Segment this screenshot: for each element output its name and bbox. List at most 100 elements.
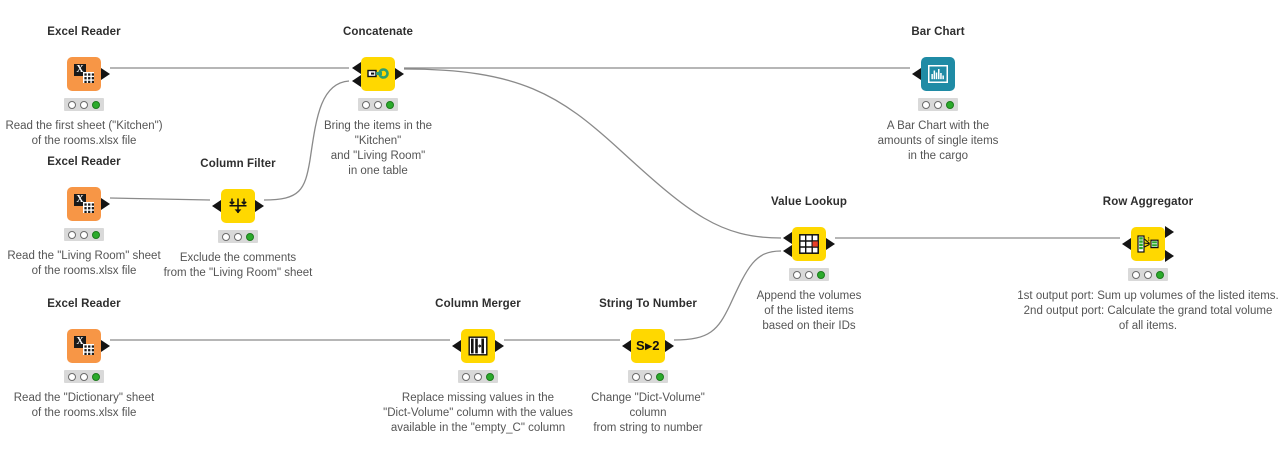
node-body[interactable] — [361, 57, 395, 91]
input-port-1[interactable] — [622, 340, 631, 352]
node-title: Column Merger — [435, 298, 521, 310]
row-aggregator-icon: 1 — [1137, 235, 1159, 253]
column-filter-icon — [229, 198, 247, 214]
input-port-1[interactable] — [452, 340, 461, 352]
node-annotation: Read the "Living Room" sheet of the room… — [7, 250, 161, 277]
node-annotation: Read the "Dictionary" sheet of the rooms… — [13, 392, 155, 419]
status-lamp-executed — [656, 372, 664, 381]
node-title: Excel Reader — [47, 156, 121, 168]
status-indicator — [64, 98, 104, 111]
string-to-number-icon: S▸2 — [636, 338, 660, 353]
excel-reader-icon: X — [74, 194, 94, 213]
node-title: Value Lookup — [771, 196, 847, 208]
status-lamp-idle — [462, 372, 470, 381]
output-port-1[interactable] — [495, 340, 504, 352]
status-lamp-executed — [386, 100, 394, 109]
status-lamp-configured — [80, 100, 88, 109]
status-lamp-idle — [793, 270, 801, 279]
input-port-2[interactable] — [783, 245, 792, 257]
excel-reader-icon: X — [74, 64, 94, 83]
status-indicator — [458, 370, 498, 383]
node-annotation: A Bar Chart with the amounts of single i… — [877, 120, 999, 162]
node-title: Row Aggregator — [1102, 196, 1194, 208]
node-annotation: Change "Dict-Volume" column from string … — [591, 392, 705, 434]
node-body[interactable]: 1 — [1131, 227, 1165, 261]
bar-chart-icon — [928, 65, 948, 83]
status-lamp-idle — [68, 100, 76, 109]
excel-reader-icon: X — [74, 336, 94, 355]
node-annotation: Read the first sheet ("Kitchen") of the … — [5, 120, 163, 147]
node-title: Concatenate — [342, 26, 414, 38]
output-port-1[interactable] — [1165, 226, 1174, 238]
input-port-1[interactable] — [352, 62, 361, 74]
status-lamp-configured — [234, 232, 242, 241]
wire-livingroom-to-columnfilter — [109, 197, 211, 201]
status-indicator — [628, 370, 668, 383]
output-port-1[interactable] — [101, 340, 110, 352]
status-lamp-configured — [374, 100, 382, 109]
status-lamp-idle — [68, 372, 76, 381]
input-port-1[interactable] — [912, 68, 921, 80]
node-annotation: Replace missing values in the "Dict-Volu… — [383, 392, 573, 434]
status-lamp-configured — [474, 372, 482, 381]
output-port-1[interactable] — [101, 68, 110, 80]
output-port-1[interactable] — [665, 340, 674, 352]
node-title: Column Filter — [200, 158, 276, 170]
column-merger-icon — [468, 336, 488, 356]
output-port-2[interactable] — [1165, 250, 1174, 262]
node-body[interactable]: X — [67, 57, 101, 91]
status-lamp-configured — [80, 372, 88, 381]
node-annotation: Bring the items in the "Kitchen" and "Li… — [323, 120, 433, 177]
node-body[interactable]: X — [67, 187, 101, 221]
status-lamp-idle — [632, 372, 640, 381]
status-lamp-configured — [805, 270, 813, 279]
status-indicator — [918, 98, 958, 111]
status-lamp-executed — [817, 270, 825, 279]
input-port-2[interactable] — [352, 75, 361, 87]
status-indicator — [358, 98, 398, 111]
node-title: Excel Reader — [47, 298, 121, 310]
value-lookup-icon — [799, 234, 819, 254]
status-lamp-idle — [1132, 270, 1140, 279]
status-lamp-executed — [486, 372, 494, 381]
status-lamp-idle — [68, 230, 76, 239]
status-lamp-executed — [246, 232, 254, 241]
status-indicator — [64, 370, 104, 383]
status-indicator — [1128, 268, 1168, 281]
output-port-1[interactable] — [255, 200, 264, 212]
node-body[interactable]: X — [67, 329, 101, 363]
status-lamp-executed — [92, 230, 100, 239]
node-body[interactable] — [461, 329, 495, 363]
node-body[interactable] — [221, 189, 255, 223]
node-annotation: Append the volumes of the listed items b… — [756, 290, 862, 332]
output-port-1[interactable] — [826, 238, 835, 250]
node-annotation: Exclude the comments from the "Living Ro… — [163, 252, 313, 279]
input-port-1[interactable] — [1122, 238, 1131, 250]
node-body[interactable] — [792, 227, 826, 261]
node-body[interactable] — [921, 57, 955, 91]
status-indicator — [64, 228, 104, 241]
status-lamp-executed — [946, 100, 954, 109]
output-port-1[interactable] — [395, 68, 404, 80]
status-lamp-configured — [934, 100, 942, 109]
input-port-1[interactable] — [212, 200, 221, 212]
status-lamp-executed — [1156, 270, 1164, 279]
status-lamp-executed — [92, 372, 100, 381]
node-body[interactable]: S▸2 — [631, 329, 665, 363]
status-lamp-executed — [92, 100, 100, 109]
input-port-1[interactable] — [783, 232, 792, 244]
output-port-1[interactable] — [101, 198, 110, 210]
status-lamp-configured — [80, 230, 88, 239]
status-indicator — [218, 230, 258, 243]
svg-text:1: 1 — [1147, 237, 1150, 243]
status-lamp-idle — [222, 232, 230, 241]
status-lamp-configured — [644, 372, 652, 381]
node-annotation: 1st output port: Sum up volumes of the l… — [1017, 290, 1279, 332]
node-title: Bar Chart — [911, 26, 965, 38]
node-title: String To Number — [599, 298, 697, 310]
status-lamp-configured — [1144, 270, 1152, 279]
node-title: Excel Reader — [47, 26, 121, 38]
status-lamp-idle — [922, 100, 930, 109]
